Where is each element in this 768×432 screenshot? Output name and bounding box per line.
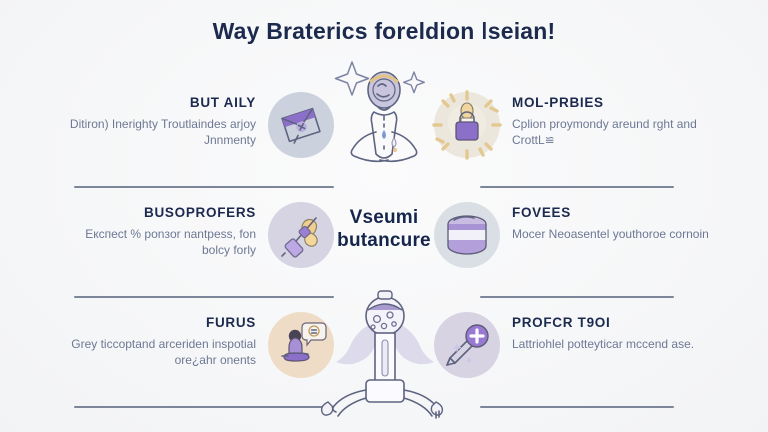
list-item-heading: BUSOPROFERS: [144, 205, 256, 220]
list-item-body: Lаttriohlel potteyticar mccend ase.: [512, 336, 695, 351]
lamp-stand-illustration: [308, 288, 460, 420]
list-item-text: BUT AILY Ditiron) Inerighty Troutlaindes…: [56, 84, 268, 149]
list-item-heading: FOVEES: [512, 205, 571, 220]
list-item[interactable]: FOVEES Mocer Neoasentel youthoroe cornoi…: [434, 194, 712, 304]
list-item-heading: FURUS: [206, 315, 256, 330]
flower-syringe-icon: [268, 202, 334, 268]
meditating-person-icon: [268, 312, 334, 378]
list-item[interactable]: BUSOPROFERS Експect % ponзor nantpess, f…: [56, 194, 334, 304]
row-divider: [480, 406, 674, 408]
list-item-body: Mocer Neoasentel youthoroe cornoin: [512, 226, 709, 241]
list-item-heading: PROFCR T9OI: [512, 315, 611, 330]
center-headline-line-2: butancure: [337, 230, 431, 251]
list-item[interactable]: MOL-PRBIES Cplion proymondy areund rght …: [432, 84, 712, 194]
right-column: MOL-PRBIES Cplion proymondy areund rght …: [432, 84, 712, 414]
list-item-body: Ditiron) Inerighty Troutlaindes arjoy Jn…: [69, 116, 256, 148]
jar-container-icon: [434, 202, 500, 268]
row-divider: [480, 296, 674, 298]
pen-plus-icon: [434, 312, 500, 378]
list-item-heading: BUT AILY: [189, 95, 256, 110]
list-item[interactable]: PROFCR T9OI Lаttriohlel potteyticar mcce…: [434, 304, 712, 414]
list-item-heading: MOL-PRBIES: [512, 95, 604, 110]
row-divider: [74, 296, 334, 298]
envelope-icon: [268, 92, 334, 158]
row-divider: [74, 186, 334, 188]
list-item-body: Grey ticcoptand arceriden inspotial ore¿…: [71, 336, 256, 368]
list-item[interactable]: FURUS Grey ticcoptand arceriden inspotia…: [56, 304, 334, 414]
row-divider: [480, 186, 674, 188]
page-title: Way Braterics foreldion ǀseian!: [212, 18, 556, 44]
row-divider: [74, 406, 334, 408]
sunburst-basket-icon: [432, 90, 502, 160]
list-item-text: FURUS Grey ticcoptand arceriden inspotia…: [56, 304, 268, 369]
list-item[interactable]: BUT AILY Ditiron) Inerighty Troutlaindes…: [56, 84, 334, 194]
list-item-body: Cplion proymondy areund rght and CrottL≌: [512, 116, 697, 148]
center-headline-line-1: Vseumi: [349, 207, 419, 228]
list-item-text: PROFCR T9OI Lаttriohlel potteyticar mcce…: [500, 304, 712, 352]
list-item-body: Експect % ponзor nantpess, fon bolcy for…: [85, 226, 256, 258]
list-item-text: FOVEES Mocer Neoasentel youthoroe cornoi…: [500, 194, 712, 242]
anchor-sparkle-illustration: [314, 58, 454, 188]
list-item-text: MOL-PRBIES Cplion proymondy areund rght …: [500, 84, 712, 149]
center-headline: Vseumi butancure: [284, 206, 484, 252]
left-column: BUT AILY Ditiron) Inerighty Troutlaindes…: [56, 84, 334, 414]
list-item-text: BUSOPROFERS Експect % ponзor nantpess, f…: [56, 194, 268, 259]
